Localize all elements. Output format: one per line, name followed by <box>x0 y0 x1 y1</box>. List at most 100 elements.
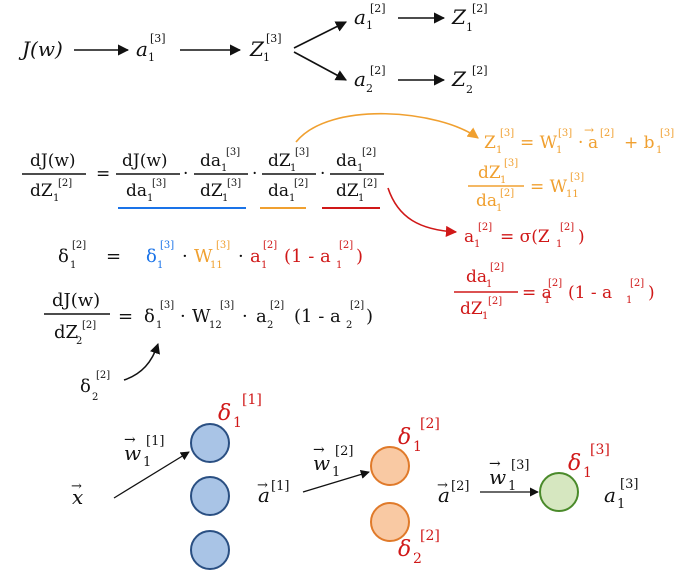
label-x: x <box>72 485 83 509</box>
eq1-t1-den-sup: [3] <box>152 178 166 189</box>
eq1-dot-3: · <box>320 164 325 184</box>
label-a1: a <box>258 483 270 507</box>
label-delta1-sup: [1] <box>242 392 262 408</box>
sig-zsup: [2] <box>560 222 574 233</box>
chain-a3-sub: 1 <box>148 51 155 64</box>
eq2-close: ) <box>366 306 373 327</box>
neuron-l2-1 <box>370 446 410 486</box>
arrow-red-to-sigma <box>387 187 458 238</box>
neuron-l1-3 <box>190 530 230 570</box>
sig-sub: 1 <box>474 239 480 250</box>
zdef-eq: = W <box>520 133 558 153</box>
label-out-sub: 1 <box>617 497 625 512</box>
eq2-note: δ <box>80 376 91 397</box>
eq1-t4-den-sub: 1 <box>358 193 364 204</box>
d1-lhs: δ <box>58 246 69 267</box>
eq1-t1-den-sub: 1 <box>147 193 153 204</box>
dsig-close: ) <box>648 283 655 303</box>
dependency-chain: J(w) a 1 [3] Z 1 [3] a 1 [2] Z 1 [2] a 2… <box>18 2 488 96</box>
eq2-a-sup: [2] <box>270 300 284 311</box>
eq1-t3-den-sup: [2] <box>294 178 308 189</box>
label-out-sup: [3] <box>620 477 638 492</box>
zdef-sub: 1 <box>496 145 502 156</box>
label-delta3: δ <box>568 451 581 476</box>
eq2-paren-sup: [2] <box>350 300 364 311</box>
zdef-sup: [3] <box>500 128 514 139</box>
dsig-den: dZ <box>460 299 483 319</box>
d1-w: W <box>194 246 213 267</box>
label-w3-sub: 1 <box>508 479 516 494</box>
chain-z22-sub: 2 <box>466 83 473 96</box>
eq2-delta: δ <box>144 306 155 327</box>
d1-w-sub: 11 <box>210 260 223 271</box>
eq1-t2-den: dZ <box>200 181 223 201</box>
label-delta1-sub: 1 <box>233 415 242 431</box>
delta-2-equation: dJ(w) dZ 2 [2] = δ 1 [3] · W 12 [3] · a … <box>44 290 373 403</box>
label-w3-sup: [3] <box>511 458 529 473</box>
zfrac-den-sub: 1 <box>496 203 502 214</box>
sig-eq: = σ(Z <box>500 227 550 247</box>
d1-w-sup: [3] <box>216 240 230 251</box>
dsig-asup: [2] <box>548 278 562 289</box>
eq1-t1-den: da <box>126 181 147 201</box>
d1-equals: = <box>106 246 121 267</box>
chain-a21-sub: 1 <box>366 19 373 32</box>
eq1-t3-num: dZ <box>268 151 291 171</box>
eq2-den-sup: [2] <box>82 320 96 331</box>
zfrac-num-sub: 1 <box>500 175 506 186</box>
sig-lhs: a <box>464 227 474 247</box>
eq1-t1-num: dJ(w) <box>122 151 168 171</box>
neuron-l3-1 <box>539 472 579 512</box>
eq1-lhs-den-sup: [2] <box>58 178 72 189</box>
chain-a22-sub: 2 <box>366 82 373 95</box>
dsig-den-sup: [2] <box>488 296 502 307</box>
eq1-t3-den-sub: 1 <box>289 193 295 204</box>
edge-a1-to-l2 <box>302 470 370 493</box>
chain-z3: Z <box>249 37 265 61</box>
eq1-t2-den-sup: [3] <box>227 178 241 189</box>
zdef-lhs: Z <box>484 133 496 153</box>
label-out: a <box>604 483 616 507</box>
zfrac-den-sup: [2] <box>500 188 514 199</box>
dsig-num-sub: 1 <box>486 279 492 290</box>
label-delta2a-sub: 1 <box>413 439 422 455</box>
label-w2: w <box>313 451 330 475</box>
zdef-wsup: [3] <box>558 128 572 139</box>
label-a1-sup: [1] <box>271 479 289 494</box>
neuron-l1-1 <box>190 423 230 463</box>
label-delta2b-sub: 2 <box>413 551 422 567</box>
eq1-t4-den-sup: [2] <box>363 178 377 189</box>
zdef-asup: [2] <box>600 128 614 139</box>
label-delta1: δ <box>218 401 231 426</box>
d1-lhs-sub: 1 <box>70 260 76 271</box>
eq1-lhs-den: dZ <box>30 181 53 201</box>
zfrac-eq: = W <box>530 177 568 197</box>
eq2-note-arrow <box>123 343 160 381</box>
label-w1: w <box>124 441 141 465</box>
eq1-t4-num: da <box>336 151 357 171</box>
d1-delta: δ <box>146 246 157 267</box>
label-w2-sup: [2] <box>335 444 353 459</box>
chain-a3-sup: [3] <box>150 32 166 45</box>
zdef-wsub: 1 <box>556 145 562 156</box>
label-delta3-sub: 1 <box>583 465 592 481</box>
sig-close: ) <box>578 227 585 247</box>
eq1-t3-num-sup: [3] <box>295 147 309 158</box>
zfrac-num: dZ <box>478 163 501 183</box>
eq1-t4-num-sub: 1 <box>357 163 363 174</box>
dsig-psub: 1 <box>626 295 632 306</box>
sigmoid-derivation: a 1 [2] = σ(Z 1 [2] ) da 1 [2] dZ 1 [2] … <box>454 222 655 322</box>
dsig-paren: (1 - a <box>568 283 612 303</box>
zfrac-wsup: [3] <box>570 172 584 183</box>
eq2-delta-sup: [3] <box>160 300 174 311</box>
zdef-plus: + b <box>624 133 655 153</box>
label-a1-vec: → <box>257 478 268 493</box>
chain-z3-sub: 1 <box>263 51 270 64</box>
chain-rule-equation: dJ(w) dZ 1 [2] = dJ(w) da 1 [3] · da 1 [… <box>22 147 384 209</box>
eq1-t3-den: da <box>268 181 289 201</box>
label-w1-vec: → <box>124 432 136 448</box>
eq1-equals: = <box>96 164 110 184</box>
eq2-den: dZ <box>54 322 78 343</box>
chain-a21: a <box>354 5 366 29</box>
